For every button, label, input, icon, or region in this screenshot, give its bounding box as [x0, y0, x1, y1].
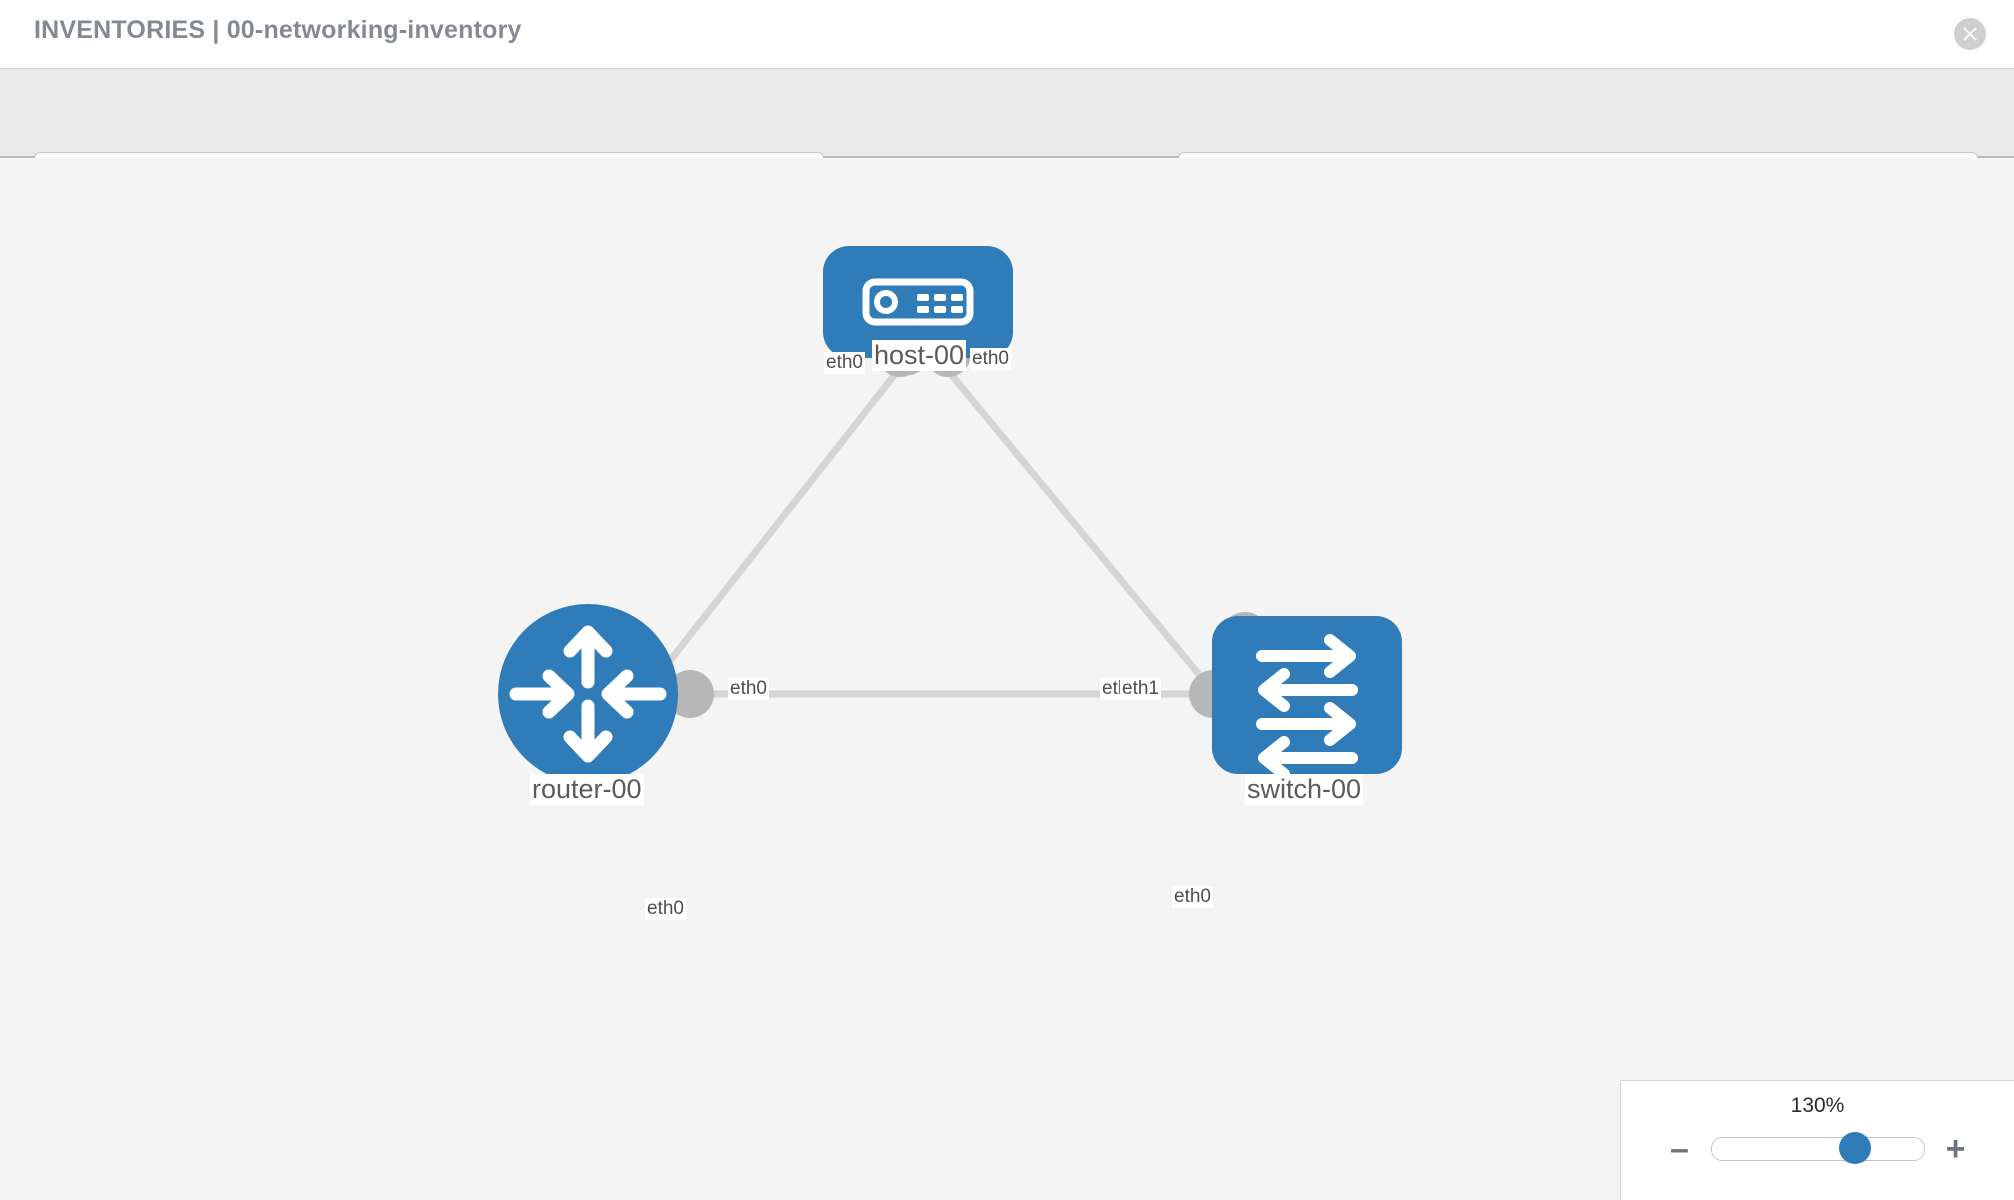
topology-canvas[interactable]: host-00 router-00 switch-00 eth0 eth0 et…: [0, 158, 2014, 1200]
close-icon[interactable]: [1954, 18, 1986, 50]
link-host-switch: [947, 370, 1238, 721]
topology-graph: [498, 246, 1402, 784]
zoom-out-button[interactable]: –: [1670, 1130, 1689, 1168]
zoom-slider-row: – +: [1621, 1129, 2014, 1169]
server-icon: [862, 278, 974, 326]
link-group: [622, 370, 1238, 721]
router-icon: [509, 625, 667, 763]
server-icon-grid: [917, 294, 963, 313]
node-label-host: host-00: [872, 340, 967, 372]
page-header: INVENTORIES | 00-networking-inventory: [0, 0, 2014, 68]
zoom-percent-label: 130%: [1790, 1094, 1845, 1117]
iface-label-host-right: eth0: [970, 348, 1011, 370]
switch-icon: [1256, 634, 1358, 780]
zoom-in-button[interactable]: +: [1945, 1130, 1966, 1168]
node-router-00[interactable]: [498, 604, 678, 784]
node-label-router: router-00: [530, 774, 644, 806]
zoom-slider-thumb[interactable]: [1838, 1132, 1871, 1164]
toolbar: ACTIONS SEARCH: [0, 68, 2014, 202]
node-switch-00[interactable]: [1212, 616, 1402, 780]
node-host-00[interactable]: [823, 246, 1013, 358]
iface-label-router-uplink: eth0: [645, 898, 686, 920]
iface-label-switch-uplink: eth0: [1172, 886, 1213, 908]
page-title: INVENTORIES | 00-networking-inventory: [34, 16, 522, 44]
port-nub-router-right: [666, 670, 714, 718]
iface-label-host-left: eth0: [824, 352, 865, 374]
iface-label-switch-left-b: eth1: [1120, 678, 1161, 700]
iface-label-router-right: eth0: [728, 678, 769, 700]
zoom-slider-track[interactable]: [1710, 1132, 1925, 1164]
zoom-control[interactable]: 130% – +: [1620, 1080, 2014, 1200]
server-icon-led: [874, 290, 898, 314]
node-label-switch: switch-00: [1245, 774, 1364, 806]
